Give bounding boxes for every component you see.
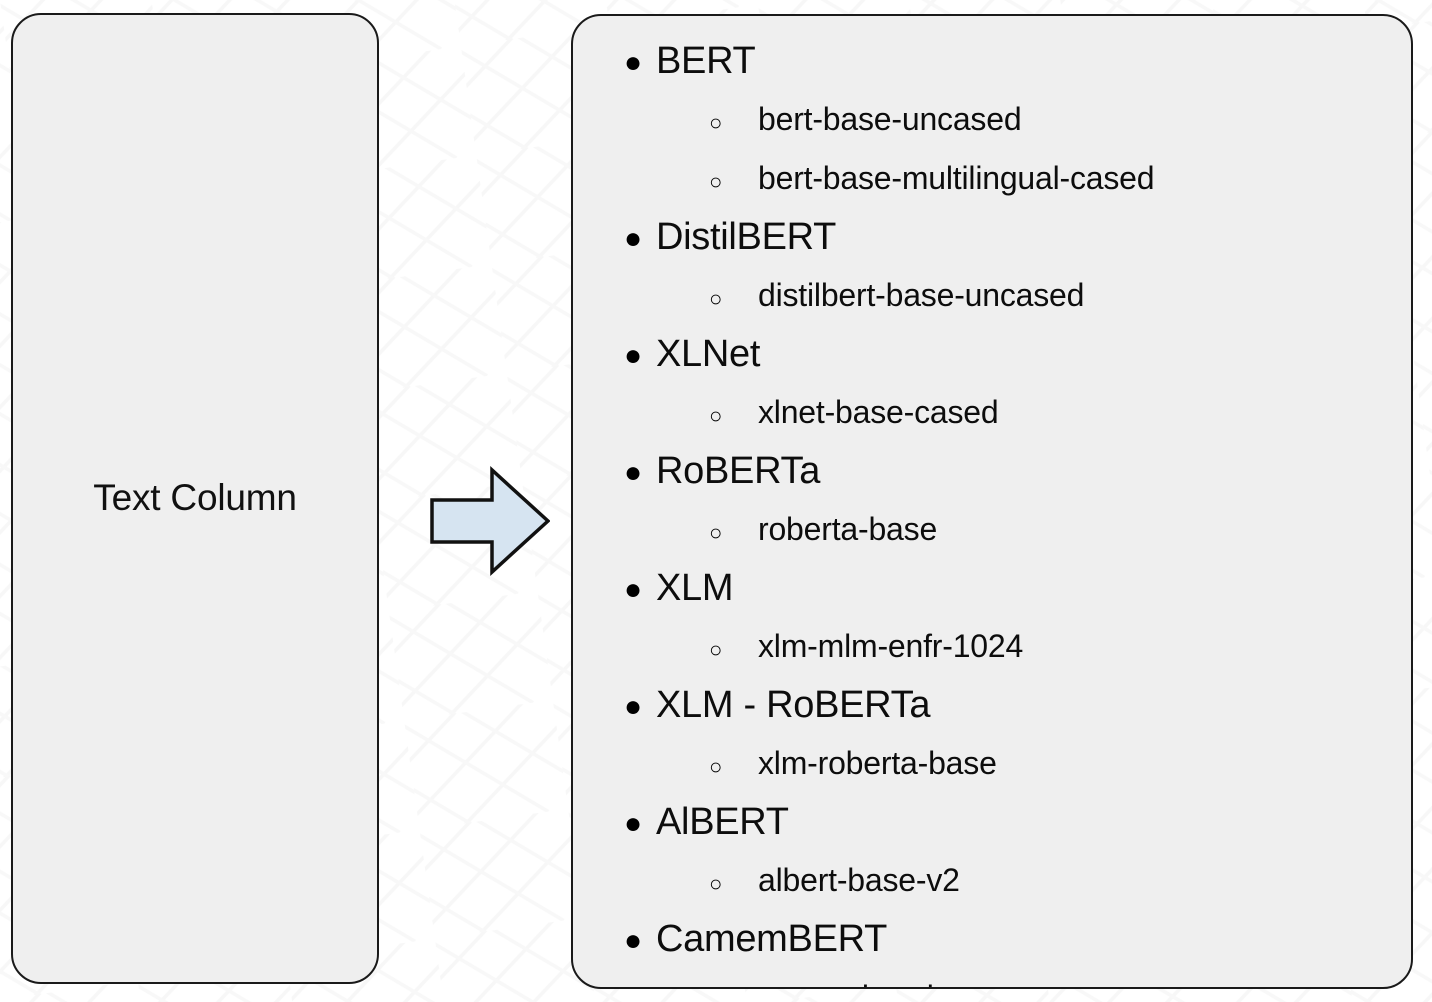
model-family-row[interactable]: ● XLM - RoBERTa — [573, 676, 1411, 734]
model-group: ● XLM ○ xlm-mlm-enfr-1024 — [573, 559, 1411, 676]
model-checkpoint-label: distilbert-base-uncased — [758, 277, 1085, 313]
model-checkpoint-row[interactable]: ○ xlnet-base-cased — [573, 383, 1411, 442]
disc-bullet-icon: ● — [624, 573, 643, 606]
model-family-label: XLM - RoBERTa — [656, 684, 931, 726]
model-group: ● RoBERTa ○ roberta-base — [573, 442, 1411, 559]
model-checkpoint-row[interactable]: ○ xlm-roberta-base — [573, 734, 1411, 793]
model-checkpoint-row[interactable]: ○ albert-base-v2 — [573, 851, 1411, 910]
circle-bullet-icon: ○ — [709, 286, 723, 311]
model-checkpoint-label: roberta-base — [758, 511, 938, 547]
model-family-label: BERT — [656, 40, 756, 82]
model-group: ● AlBERT ○ albert-base-v2 — [573, 793, 1411, 910]
disc-bullet-icon: ● — [624, 807, 643, 840]
model-checkpoint-row[interactable]: ○ roberta-base — [573, 500, 1411, 559]
circle-bullet-icon: ○ — [709, 754, 723, 779]
model-family-row[interactable]: ● RoBERTa — [573, 442, 1411, 500]
models-list: ● BERT ○ bert-base-uncased ○ bert-base-multil… — [573, 32, 1411, 987]
model-group: ● DistilBERT ○ distilbert-base-uncased — [573, 208, 1411, 325]
circle-bullet-icon: ○ — [709, 637, 723, 662]
disc-bullet-icon: ● — [624, 222, 643, 255]
model-family-row[interactable]: ● CamemBERT — [573, 910, 1411, 968]
model-family-row[interactable]: ● XLNet — [573, 325, 1411, 383]
model-family-label: AlBERT — [656, 801, 789, 843]
circle-bullet-icon: ○ — [709, 971, 758, 987]
circle-bullet-icon: ○ — [709, 871, 723, 896]
model-family-label: CamemBERT — [656, 918, 887, 960]
disc-bullet-icon: ● — [624, 924, 643, 957]
model-group: ● XLM - RoBERTa ○ xlm-roberta-base — [573, 676, 1411, 793]
model-family-label: RoBERTa — [656, 450, 821, 492]
model-checkpoint-row[interactable]: ○ xlm-mlm-enfr-1024 — [573, 617, 1411, 676]
model-family-label: DistilBERT — [656, 216, 836, 258]
model-checkpoint-row[interactable]: ○ bert-base-uncased — [573, 90, 1411, 149]
source-column-panel: Text Column — [11, 13, 379, 984]
arrow-right-icon — [430, 466, 550, 576]
model-checkpoint-label: bert-base-uncased — [758, 101, 1022, 137]
models-panel: ● BERT ○ bert-base-uncased ○ bert-base-multil… — [571, 14, 1413, 989]
disc-bullet-icon: ● — [624, 339, 643, 372]
model-checkpoint-label: bert-base-multilingual-cased — [758, 160, 1155, 196]
model-checkpoint-label: xlnet-base-cased — [758, 394, 999, 430]
model-group: ● CamemBERT ○camembert-base — [573, 910, 1411, 987]
model-checkpoint-row[interactable]: ○camembert-base — [573, 968, 1411, 987]
model-family-row[interactable]: ● DistilBERT — [573, 208, 1411, 266]
model-family-label: XLNet — [656, 333, 761, 375]
model-family-row[interactable]: ● BERT — [573, 32, 1411, 90]
source-column-label: Text Column — [93, 477, 297, 519]
model-checkpoint-label: albert-base-v2 — [758, 862, 960, 898]
model-family-row[interactable]: ● XLM — [573, 559, 1411, 617]
circle-bullet-icon: ○ — [709, 169, 723, 194]
model-family-row[interactable]: ● AlBERT — [573, 793, 1411, 851]
model-group: ● BERT ○ bert-base-uncased ○ bert-base-multil… — [573, 32, 1411, 208]
model-group: ● XLNet ○ xlnet-base-cased — [573, 325, 1411, 442]
circle-bullet-icon: ○ — [709, 520, 723, 545]
circle-bullet-icon: ○ — [709, 403, 723, 428]
model-checkpoint-label: xlm-mlm-enfr-1024 — [758, 628, 1024, 664]
disc-bullet-icon: ● — [624, 690, 643, 723]
circle-bullet-icon: ○ — [709, 110, 723, 135]
model-checkpoint-row[interactable]: ○ distilbert-base-uncased — [573, 266, 1411, 325]
model-checkpoint-label: xlm-roberta-base — [758, 745, 997, 781]
model-checkpoint-row[interactable]: ○ bert-base-multilingual-cased — [573, 149, 1411, 208]
model-family-label: XLM — [656, 567, 734, 609]
disc-bullet-icon: ● — [624, 456, 643, 489]
disc-bullet-icon: ● — [624, 46, 643, 79]
model-checkpoint-label: camembert-base — [758, 968, 995, 987]
